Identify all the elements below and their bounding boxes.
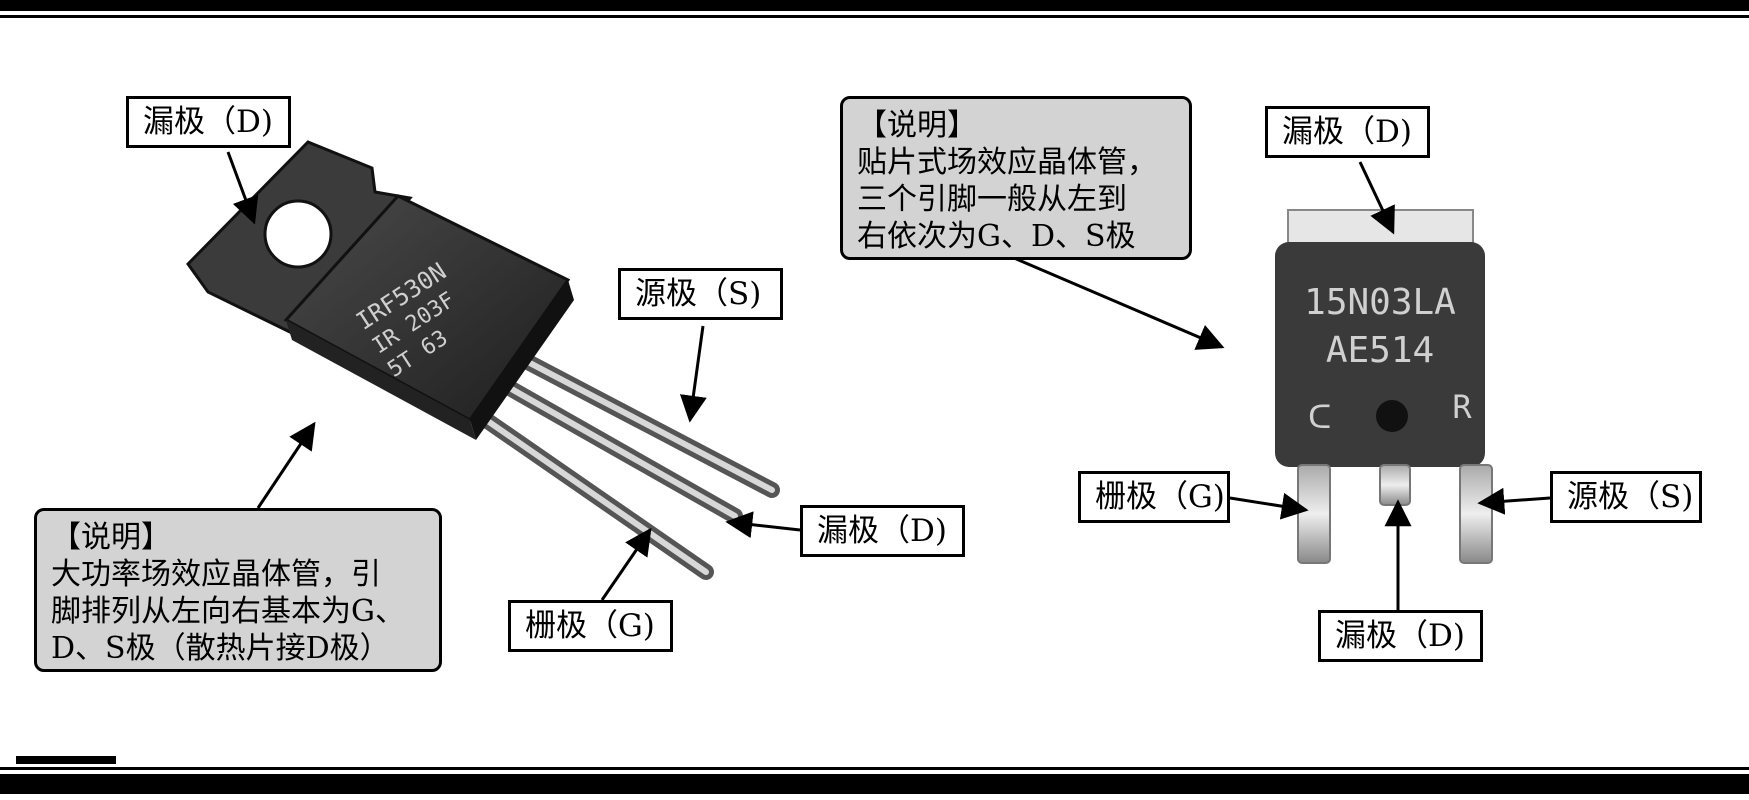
note-right: 【说明】 贴片式场效应晶体管， 三个引脚一般从左到 右依次为G、D、S极 (840, 96, 1192, 260)
arrow-left-note (258, 424, 314, 508)
dpak-marking-line-1: 15N03LA (1304, 282, 1456, 323)
to220-mounting-hole (265, 201, 331, 267)
arrow-right-note (1000, 252, 1222, 347)
note-left-line-2: 脚排列从左向右基本为G、 (51, 593, 425, 630)
dpak-logo: ᑕ (1308, 398, 1331, 436)
label-left-source: 源极（S) (618, 268, 783, 320)
dpak-lead-source (1460, 465, 1492, 563)
note-right-line-1: 贴片式场效应晶体管， (857, 144, 1175, 181)
dpak-marking-line-2: AE514 (1326, 330, 1434, 371)
dpak-marking-line-3: R (1452, 388, 1472, 426)
dpak-lead-gate (1298, 465, 1330, 563)
label-left-drain: 漏极（D) (800, 505, 965, 557)
label-right-gate: 栅极（G) (1078, 471, 1230, 523)
note-left-title: 【说明】 (51, 519, 425, 556)
dpak-lead-drain (1380, 465, 1410, 505)
note-left: 【说明】 大功率场效应晶体管，引 脚排列从左向右基本为G、 D、S极（散热片接D… (34, 508, 442, 672)
dpak-transistor: ᑕ 15N03LA AE514 R (1275, 210, 1492, 563)
arrow-left-drain (728, 522, 800, 530)
label-right-drain: 漏极（D) (1318, 610, 1483, 662)
label-left-tab-drain: 漏极（D) (126, 96, 291, 148)
dpak-dimple (1376, 400, 1408, 432)
label-right-tab-drain: 漏极（D) (1265, 106, 1430, 158)
arrow-left-source (690, 326, 703, 420)
note-right-line-3: 右依次为G、D、S极 (857, 218, 1175, 255)
note-left-line-3: D、S极（散热片接D极） (51, 630, 425, 667)
label-right-source: 源极（S) (1550, 471, 1702, 523)
arrow-right-gate (1230, 498, 1306, 510)
label-left-gate: 栅极（G) (508, 600, 673, 652)
note-right-title: 【说明】 (857, 107, 1175, 144)
arrow-left-gate (602, 530, 650, 600)
note-left-line-1: 大功率场效应晶体管，引 (51, 556, 425, 593)
note-right-line-2: 三个引脚一般从左到 (857, 181, 1175, 218)
